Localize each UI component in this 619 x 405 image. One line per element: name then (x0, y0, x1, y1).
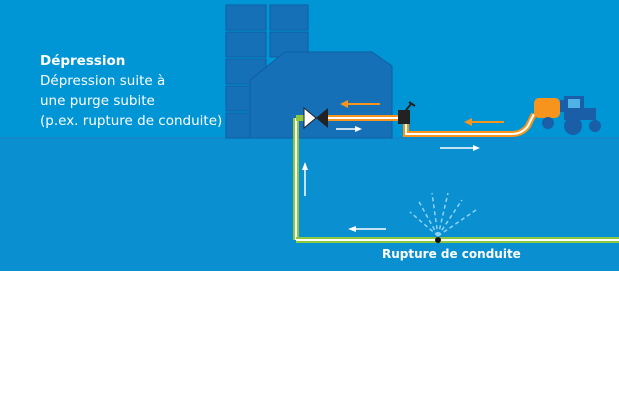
rupture-label: Rupture de conduite (382, 247, 521, 261)
flow-arrow-ground-white (440, 145, 480, 151)
flow-arrow-building-orange (340, 100, 380, 108)
tractor-icon (534, 96, 601, 135)
valve-icon (303, 106, 328, 130)
caption-line-3: (p.ex. rupture de conduite) (40, 113, 223, 129)
caption: Dépression Dépression suite à une purge … (40, 51, 222, 131)
caption-title: Dépression (40, 53, 126, 69)
rupture-point (435, 237, 441, 243)
flow-arrow-underground-white (348, 226, 386, 232)
water-spray-icon (409, 192, 477, 237)
flow-arrow-building-white (336, 126, 362, 132)
caption-line-2: une purge subite (40, 93, 155, 109)
flow-arrow-vertical-white (302, 162, 308, 196)
caption-line-1: Dépression suite à (40, 73, 166, 89)
ground-area (0, 138, 619, 271)
flow-arrow-surface-orange (464, 118, 504, 126)
pipe-surface (403, 112, 537, 137)
hydrant-icon (398, 101, 416, 124)
